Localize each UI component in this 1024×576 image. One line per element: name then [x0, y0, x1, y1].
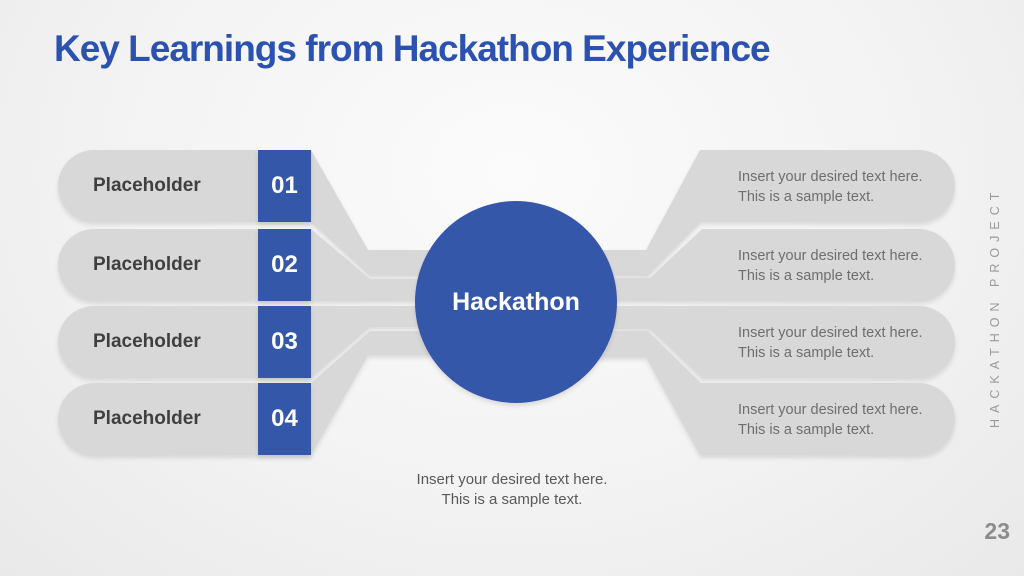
description-line: Insert your desired text here. — [738, 402, 923, 418]
right-box-4 — [592, 331, 955, 455]
step-number-2: 02 — [271, 251, 298, 278]
number-bar-2 — [258, 229, 311, 301]
right-box-3 — [592, 306, 955, 378]
pill-label-2: Placeholder — [93, 254, 201, 275]
slide-title: Key Learnings from Hackathon Experience — [54, 28, 771, 69]
side-label: HACKATHON PROJECT — [988, 186, 1002, 428]
number-bar-3 — [258, 306, 311, 378]
description-line: This is a sample text. — [738, 422, 875, 438]
description-line: Insert your desired text here. — [738, 169, 923, 185]
diagram-gray-shapes — [58, 150, 955, 455]
center-circle-label: Hackathon — [452, 288, 580, 316]
caption-line: Insert your desired text here. — [416, 471, 608, 488]
right-description-3: Insert your desired text here. This is a… — [738, 323, 958, 363]
number-bar-1 — [258, 150, 311, 222]
number-bar-4 — [258, 383, 311, 455]
bottom-caption: Insert your desired text here. This is a… — [0, 470, 1024, 510]
right-box-1 — [592, 150, 955, 276]
left-pill-2 — [58, 229, 448, 301]
description-line: This is a sample text. — [738, 268, 875, 284]
description-line: Insert your desired text here. — [738, 248, 923, 264]
diagram-blue-shapes — [258, 150, 617, 455]
page-number: 23 — [984, 518, 1010, 544]
pill-label-3: Placeholder — [93, 331, 201, 352]
pill-label-4: Placeholder — [93, 408, 201, 429]
right-description-2: Insert your desired text here. This is a… — [738, 246, 958, 286]
center-circle — [415, 201, 617, 403]
right-description-4: Insert your desired text here. This is a… — [738, 400, 958, 440]
right-box-2 — [592, 229, 955, 301]
right-description-1: Insert your desired text here. This is a… — [738, 167, 958, 207]
description-line: This is a sample text. — [738, 189, 875, 205]
caption-line: This is a sample text. — [441, 491, 583, 508]
left-pill-4 — [58, 331, 448, 455]
left-pill-1 — [58, 150, 448, 276]
step-number-1: 01 — [271, 172, 298, 199]
pill-label-1: Placeholder — [93, 175, 201, 196]
step-number-3: 03 — [271, 328, 298, 355]
step-number-4: 04 — [271, 405, 298, 432]
description-line: This is a sample text. — [738, 345, 875, 361]
left-pill-3 — [58, 306, 448, 378]
description-line: Insert your desired text here. — [738, 325, 923, 341]
